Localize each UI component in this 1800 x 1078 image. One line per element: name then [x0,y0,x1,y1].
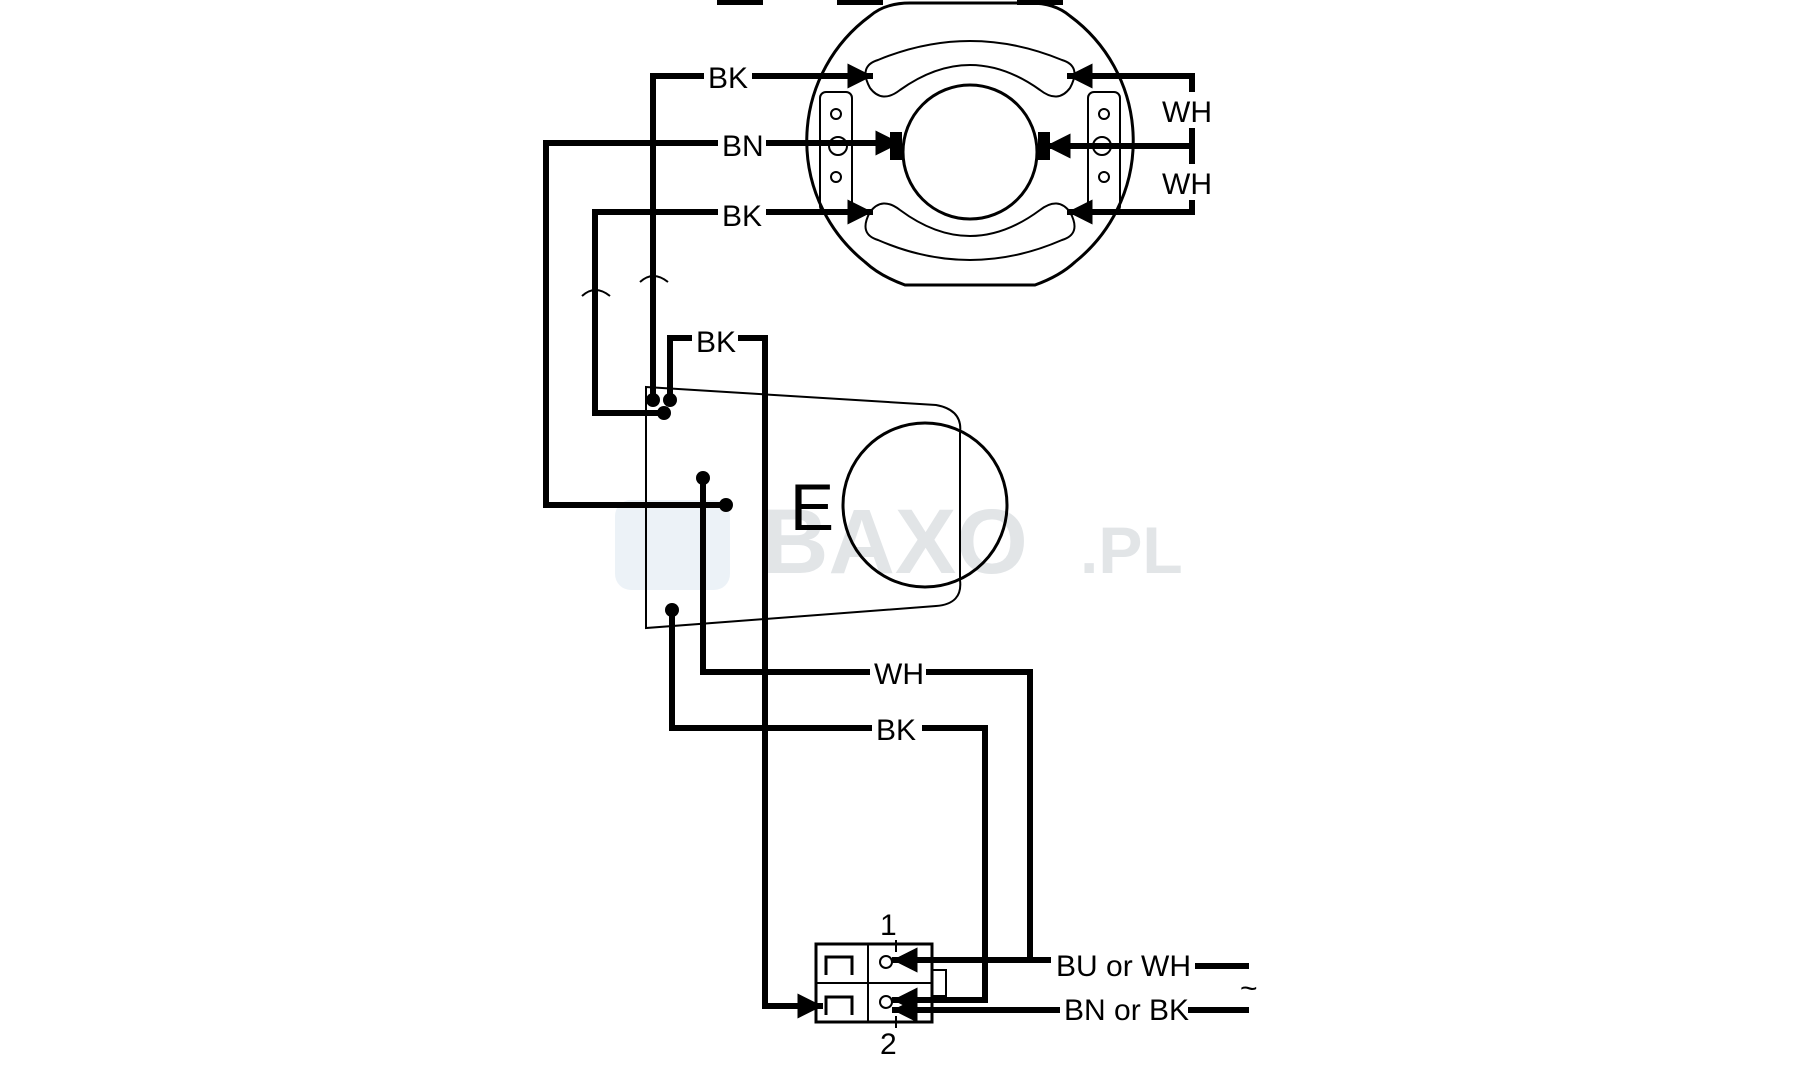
wire-label-wh-upper: WH [1158,92,1212,129]
crossover-arc-1 [581,289,611,297]
wire-label-bk-mid: BK [718,196,766,233]
watermark: BAXO .PL [615,491,1183,593]
capacitor: E [645,385,1009,630]
wire-label-bk-cap: BK [692,322,738,359]
capacitor-can [841,421,1009,589]
wire-label-bk-bottom: BK [872,710,922,747]
svg-text:WH: WH [1162,168,1212,201]
motor-rotor [901,83,1039,221]
svg-text:BU or WH: BU or WH [1056,950,1191,983]
svg-text:BK: BK [876,714,916,747]
svg-text:WH: WH [874,658,924,691]
terminal-block [814,940,947,1028]
watermark-brand: BAXO [762,491,1028,593]
wires [543,63,1249,1023]
stator-lower [864,202,1076,261]
svg-text:WH: WH [1162,96,1212,129]
capacitor-label: E [790,470,834,544]
svg-text:BK: BK [722,200,762,233]
watermark-suffix: .PL [1080,513,1183,587]
stator-upper [864,40,1076,98]
wire-label-bn-top: BN [718,126,766,163]
wire-label-wh-lower: WH [1158,164,1212,201]
terminal-number-1: 1 [880,909,897,942]
svg-text:BK: BK [708,62,748,95]
wire-label-bk-top: BK [704,58,752,95]
terminal-number-2: 2 [880,1028,897,1061]
wire-label-wh-bottom: WH [870,654,926,691]
supply-label-1: BU or WH [1052,946,1192,983]
ac-symbol: ~ [1240,972,1258,1005]
supply-label-2: BN or BK [1060,990,1189,1027]
svg-text:BN: BN [722,130,764,163]
crossover-arc-2 [639,275,669,283]
svg-text:BK: BK [696,326,736,359]
svg-text:BN or BK: BN or BK [1064,994,1189,1027]
junction-dots [646,393,733,617]
